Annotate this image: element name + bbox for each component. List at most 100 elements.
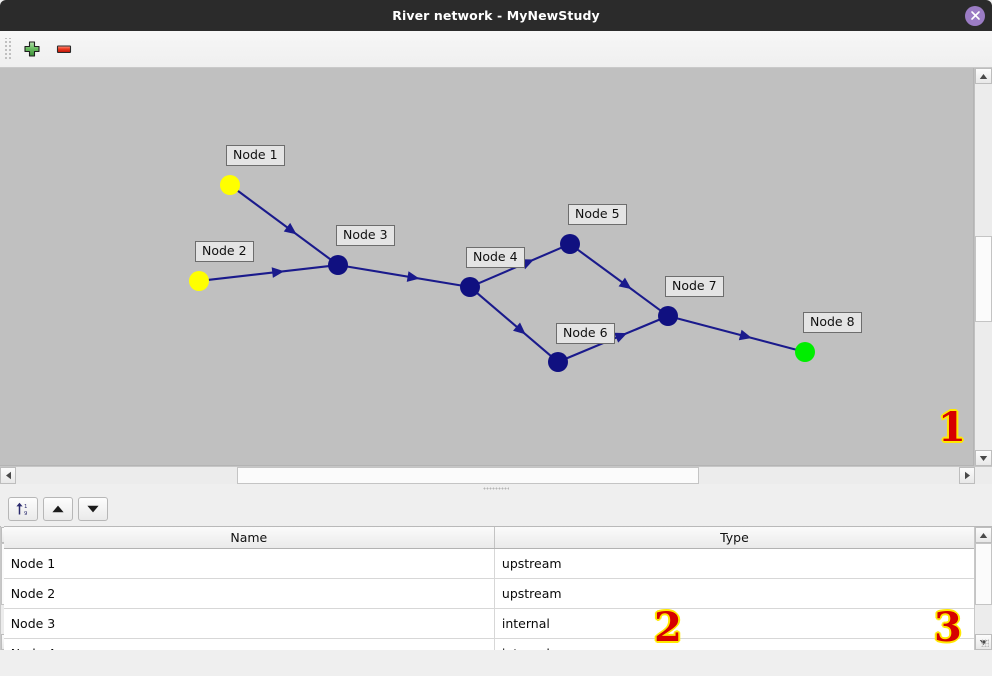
splitter-grip-icon	[483, 486, 509, 490]
graph-node[interactable]	[795, 342, 815, 362]
graph-node-label[interactable]: Node 1	[226, 145, 285, 166]
graph-edge[interactable]	[236, 189, 332, 261]
svg-text:1: 1	[24, 504, 27, 510]
nodes-table-vertical-scrollbar[interactable]	[974, 527, 992, 650]
nodes-pane: 1 9	[3, 492, 992, 676]
canvas-horizontal-scrollbar[interactable]	[0, 466, 992, 484]
horizontal-splitter[interactable]	[0, 484, 992, 492]
canvas-hscroll-thumb[interactable]	[237, 467, 699, 484]
nodes-move-up-button[interactable]	[42, 497, 73, 521]
table-cell[interactable]: Node 3	[3, 608, 495, 639]
graph-node[interactable]	[548, 352, 568, 372]
graph-node-label[interactable]: Node 2	[195, 241, 254, 262]
table-cell[interactable]: internal	[494, 608, 975, 639]
table-cell[interactable]: upstream	[494, 548, 975, 579]
graph-node-label[interactable]: Node 7	[665, 276, 724, 297]
close-window-button[interactable]	[965, 5, 985, 26]
nodes-vscroll-track[interactable]	[975, 543, 992, 634]
graph-edge-arrowhead	[738, 329, 752, 341]
nodes-col-header-type[interactable]: Type	[494, 527, 975, 549]
graph-edge-arrowhead	[271, 267, 285, 278]
graph-node[interactable]	[658, 306, 678, 326]
table-cell[interactable]: upstream	[494, 578, 975, 609]
sort-ascending-icon: 1 9	[16, 502, 28, 517]
graph-node[interactable]	[328, 255, 348, 275]
graph-nodes	[189, 175, 815, 372]
main-toolbar	[0, 31, 992, 68]
graph-node-label[interactable]: Node 6	[556, 323, 615, 344]
caret-up-icon	[979, 532, 988, 538]
canvas-scroll-down-button[interactable]	[975, 450, 992, 466]
canvas-scroll-up-button[interactable]	[975, 68, 992, 84]
window-title: River network - MyNewStudy	[392, 8, 600, 23]
graph-edges	[207, 189, 797, 360]
graph-node[interactable]	[189, 271, 209, 291]
graph-edge[interactable]	[676, 317, 797, 351]
table-cell[interactable]: Node 4	[3, 638, 495, 650]
nodes-table-header-row: Name Type	[3, 527, 975, 549]
graph-edge-arrowhead	[283, 222, 297, 235]
bottom-panes: 1 9	[0, 492, 992, 676]
canvas-hscroll-track[interactable]	[16, 467, 959, 484]
graph-edge[interactable]	[207, 264, 330, 282]
table-cell[interactable]: Node 1	[3, 548, 495, 579]
graph-edge-arrowhead	[513, 322, 526, 335]
graph-node-label[interactable]: Node 3	[336, 225, 395, 246]
table-cell[interactable]: internal	[494, 638, 975, 650]
graph-node[interactable]	[460, 277, 480, 297]
nodes-pane-footer	[3, 650, 992, 676]
arrow-up-icon	[52, 505, 64, 513]
nodes-vscroll-thumb[interactable]	[975, 543, 992, 605]
nodes-col-header-name[interactable]: Name	[3, 527, 495, 549]
resize-grip-icon[interactable]	[981, 639, 990, 647]
graph-edge-arrowhead	[406, 271, 420, 282]
canvas-vertical-scrollbar[interactable]	[974, 68, 992, 466]
delete-node-button[interactable]	[48, 34, 80, 64]
graph-canvas-region: Node 1 Node 2 Node 3 Node 4 Node 5 Node 6 Node…	[0, 68, 992, 466]
graph-edge-arrowhead	[614, 332, 628, 343]
scrollbar-corner	[975, 467, 992, 484]
graph-node-label[interactable]: Node 8	[803, 312, 862, 333]
caret-up-icon	[979, 73, 988, 79]
nodes-scroll-up-button[interactable]	[975, 527, 992, 543]
network-graph-svg	[189, 175, 815, 372]
graph-edge-arrowhead	[618, 277, 632, 290]
graph-node-label[interactable]: Node 5	[568, 204, 627, 225]
caret-left-icon	[5, 471, 11, 480]
graph-node[interactable]	[560, 234, 580, 254]
toolbar-drag-handle[interactable]	[4, 38, 11, 60]
svg-text:9: 9	[24, 511, 28, 517]
graph-edge[interactable]	[346, 265, 462, 287]
canvas-vscroll-track[interactable]	[975, 84, 992, 450]
canvas-scroll-right-button[interactable]	[959, 467, 975, 484]
canvas-scroll-left-button[interactable]	[0, 467, 16, 484]
network-diagram[interactable]: Node 1 Node 2 Node 3 Node 4 Node 5 Node 6 Node…	[0, 68, 974, 466]
add-plus-icon	[24, 41, 40, 57]
graph-edge[interactable]	[476, 292, 552, 357]
graph-edge[interactable]	[576, 248, 662, 312]
window-titlebar: River network - MyNewStudy	[0, 0, 992, 31]
nodes-sort-button[interactable]: 1 9	[7, 497, 38, 521]
nodes-table-row[interactable]: Node 4internal	[3, 638, 975, 650]
delete-red-icon	[56, 45, 72, 54]
arrow-down-icon	[87, 505, 99, 513]
links-pane-footer	[0, 650, 1, 676]
graph-node[interactable]	[220, 175, 240, 195]
table-cell[interactable]: Node 2	[3, 578, 495, 609]
add-node-button[interactable]	[16, 34, 48, 64]
nodes-move-down-button[interactable]	[77, 497, 108, 521]
canvas-vscroll-thumb[interactable]	[975, 236, 992, 322]
caret-down-icon	[979, 455, 988, 461]
close-icon	[970, 11, 980, 20]
nodes-pane-toolbar: 1 9	[3, 492, 992, 526]
graph-node-label[interactable]: Node 4	[466, 247, 525, 268]
